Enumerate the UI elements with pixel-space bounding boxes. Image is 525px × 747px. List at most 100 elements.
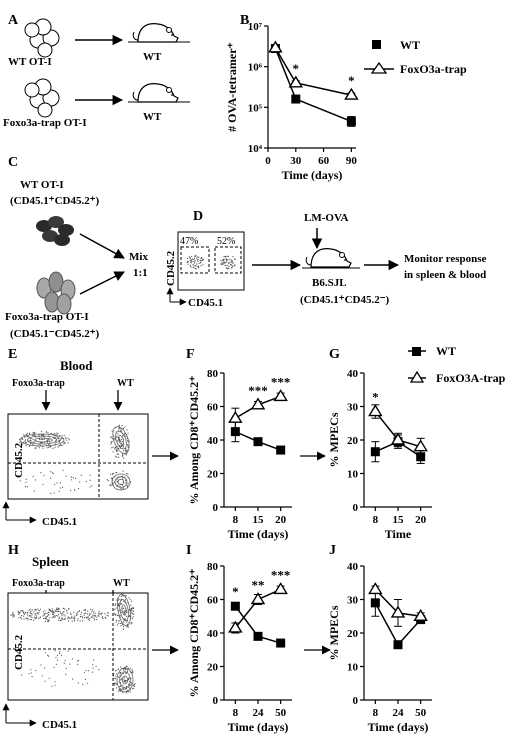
point-wt xyxy=(370,447,380,457)
panel-letter-f: F xyxy=(186,347,195,362)
facs-dot xyxy=(84,609,86,612)
facs-dot xyxy=(119,615,121,617)
wt-ot1-phenotype: (CD45.1⁺CD45.2⁺) xyxy=(10,195,100,207)
facs-dot xyxy=(91,485,93,487)
wt-ot1-label-c: WT OT-I xyxy=(20,179,64,191)
facs-dot xyxy=(44,620,47,623)
facs-dot xyxy=(41,675,43,677)
facs-dot xyxy=(113,435,115,437)
facs-dot xyxy=(71,620,73,622)
facs-dot xyxy=(119,616,121,618)
facs-dot xyxy=(131,600,133,603)
facs-dot xyxy=(12,616,14,618)
facs-dot xyxy=(126,453,128,455)
facs-dot xyxy=(120,625,122,627)
facs-dot xyxy=(71,617,73,619)
facs-dot xyxy=(120,595,122,598)
facs-dot xyxy=(84,608,86,611)
facs-dot xyxy=(126,668,128,670)
facs-dot xyxy=(115,449,117,451)
facs-dot xyxy=(32,441,34,443)
facs-dot xyxy=(123,600,125,603)
facs-dot xyxy=(133,610,135,613)
h-wt-label: WT xyxy=(113,578,130,589)
facs-dot xyxy=(39,438,41,440)
facs-dot xyxy=(129,691,131,693)
facs-dot xyxy=(132,670,134,672)
facs-dot xyxy=(193,257,195,259)
x-tick-label: 0 xyxy=(265,155,271,167)
facs-dot xyxy=(115,670,117,672)
facs-dot xyxy=(131,607,133,609)
y-tick-label: 30 xyxy=(347,402,359,414)
facs-dot xyxy=(192,261,194,263)
point-wt xyxy=(416,452,426,462)
facs-dot xyxy=(88,618,90,620)
facs-dot xyxy=(124,433,126,436)
facs-dot xyxy=(83,612,86,614)
legend-g-fx: FoxO3A-trap xyxy=(436,371,506,385)
facs-dot xyxy=(67,650,69,652)
facs-dot xyxy=(92,614,94,616)
point-foxo xyxy=(390,432,406,445)
facs-dot xyxy=(98,615,100,618)
foxo-ot1-cells-icon xyxy=(24,78,60,118)
significance-label: *** xyxy=(248,383,268,398)
facs-dot xyxy=(72,477,74,479)
facs-dot xyxy=(123,607,125,609)
facs-dot xyxy=(70,489,72,492)
facs-dot xyxy=(85,669,87,672)
facs-dot xyxy=(49,617,51,619)
facs-dot xyxy=(56,607,58,609)
facs-dot xyxy=(112,446,114,448)
facs-dot xyxy=(61,435,63,437)
facs-dot xyxy=(187,263,189,265)
facs-dot xyxy=(229,263,232,266)
facs-dot xyxy=(92,612,94,614)
facs-dot xyxy=(116,450,118,452)
facs-dot xyxy=(50,432,53,434)
facs-dot xyxy=(120,666,122,668)
facs-dot xyxy=(110,484,112,486)
y-tick-label: 10 xyxy=(347,469,359,481)
facs-dot xyxy=(186,261,188,263)
facs-dot xyxy=(34,441,36,443)
facs-dot xyxy=(82,620,84,622)
facs-dot xyxy=(191,255,193,257)
facs-dot xyxy=(111,430,113,432)
facs-dot xyxy=(195,268,197,270)
facs-dot xyxy=(128,686,130,688)
facs-dot xyxy=(124,619,126,621)
facs-contour xyxy=(19,433,65,447)
mix-arrow-wt xyxy=(79,233,125,259)
facs-dot xyxy=(191,259,193,261)
facs-dot xyxy=(21,674,23,676)
facs-dot xyxy=(106,479,108,481)
facs-dot xyxy=(11,613,14,615)
facs-dot xyxy=(89,612,91,614)
facs-dot xyxy=(110,485,112,487)
facs-dot xyxy=(26,432,28,435)
facs-dot xyxy=(232,256,234,258)
facs-dot xyxy=(79,615,81,618)
facs-dot xyxy=(58,613,60,615)
x-axis-title: Time (days) xyxy=(368,720,429,734)
facs-dot xyxy=(89,618,91,620)
facs-dot xyxy=(34,613,36,615)
point-foxo xyxy=(268,40,283,53)
facs-dot xyxy=(116,453,118,455)
facs-dot xyxy=(40,472,42,474)
panel-e: E Blood Foxo3a-trap WT CD45.2 CD45.1 xyxy=(2,347,179,528)
facs-dot xyxy=(67,616,69,618)
panel-letter-i: I xyxy=(186,543,191,558)
facs-dot xyxy=(56,437,59,439)
facs-dot xyxy=(121,435,124,437)
facs-dot xyxy=(104,613,106,615)
facs-dot xyxy=(193,262,196,264)
facs-dot xyxy=(115,447,117,449)
facs-dot xyxy=(98,610,100,612)
facs-dot xyxy=(119,440,121,442)
facs-dot xyxy=(120,438,122,440)
facs-dot xyxy=(25,445,27,447)
facs-dot xyxy=(98,669,100,671)
